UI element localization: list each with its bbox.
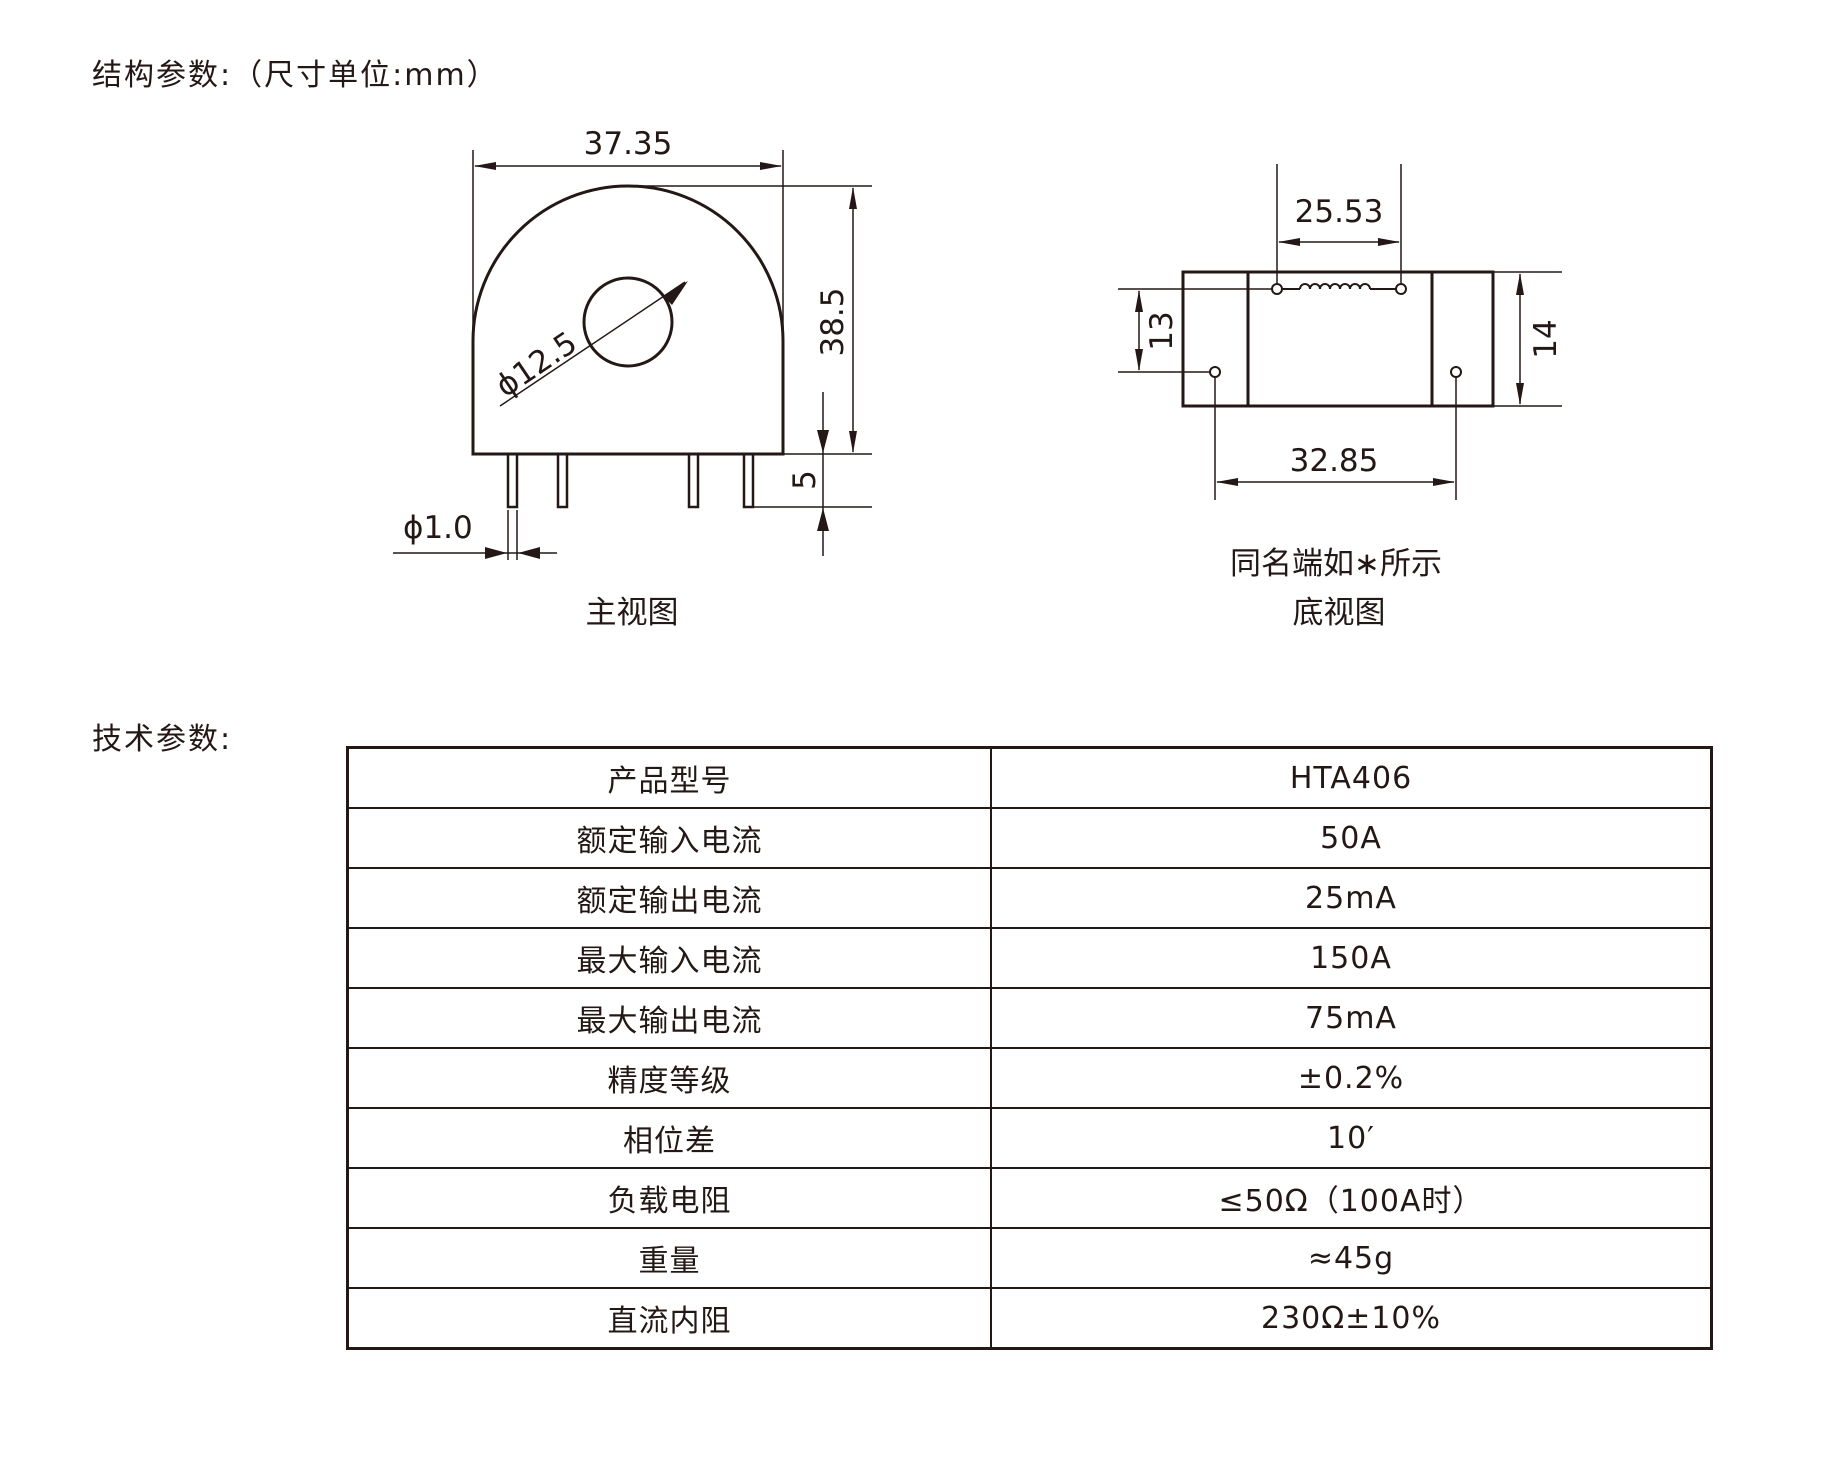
- bottom-pin-left: [1209, 366, 1221, 378]
- front-view: 37.35 38.5 ϕ12.5 5 ϕ1.0 主视图: [393, 126, 872, 631]
- param-name-cell: 负载电阻: [346, 1167, 992, 1229]
- bottom-view: 25.53 13 14 32.85 同名端如∗所示 底视图: [1118, 164, 1564, 631]
- param-name-cell: 额定输出电流: [346, 867, 992, 929]
- winding-coil: [1282, 283, 1396, 290]
- param-value-cell: ≤50Ω（100A时）: [990, 1167, 1713, 1229]
- total-height-label: 14: [1528, 319, 1564, 358]
- param-name-cell: 直流内阻: [346, 1287, 992, 1350]
- pin-pitch-label: 32.85: [1290, 443, 1379, 479]
- structure-drawing: 37.35 38.5 ϕ12.5 5 ϕ1.0 主视图: [393, 126, 1564, 631]
- winding-span-label: 25.53: [1295, 194, 1384, 230]
- param-name-cell: 相位差: [346, 1107, 992, 1169]
- param-value-cell: 25mA: [990, 867, 1713, 929]
- technical-parameters-heading: 技术参数:: [92, 722, 233, 757]
- hole-diameter-label: ϕ12.5: [489, 325, 583, 405]
- pin-diameter-label: ϕ1.0: [403, 510, 473, 546]
- height-dimension-label: 38.5: [815, 287, 851, 356]
- table-row: 负载电阻 ≤50Ω（100A时）: [346, 1167, 1713, 1229]
- technical-parameters-table: 产品型号 HTA406 额定输入电流 50A 额定输出电流 25mA 最大输入电…: [346, 746, 1713, 1350]
- param-name-cell: 产品型号: [346, 746, 992, 809]
- param-value-cell: 75mA: [990, 987, 1713, 1049]
- pin-1: [506, 452, 519, 509]
- center-hole: [582, 276, 674, 368]
- table-row: 精度等级 ±0.2%: [346, 1047, 1713, 1109]
- table-row: 相位差 10′: [346, 1107, 1713, 1169]
- param-name-cell: 精度等级: [346, 1047, 992, 1109]
- param-value-cell: 150A: [990, 927, 1713, 989]
- pin-4: [742, 452, 755, 509]
- table-row: 产品型号 HTA406: [346, 746, 1713, 809]
- param-name-cell: 额定输入电流: [346, 807, 992, 869]
- bottom-view-caption: 底视图: [1293, 595, 1386, 631]
- bottom-pin-right: [1450, 366, 1462, 378]
- param-value-cell: 230Ω±10%: [990, 1287, 1713, 1350]
- param-value-cell: ≈45g: [990, 1227, 1713, 1289]
- pin-3: [687, 452, 700, 509]
- table-row: 直流内阻 230Ω±10%: [346, 1287, 1713, 1350]
- pin-2: [556, 452, 569, 509]
- param-name-cell: 最大输入电流: [346, 927, 992, 989]
- inner-height-label: 13: [1144, 311, 1180, 350]
- table-row: 重量 ≈45g: [346, 1227, 1713, 1289]
- table-row: 额定输出电流 25mA: [346, 867, 1713, 929]
- pin-length-label: 5: [787, 470, 823, 490]
- table-row: 最大输入电流 150A: [346, 927, 1713, 989]
- param-name-cell: 重量: [346, 1227, 992, 1289]
- width-dimension-label: 37.35: [584, 126, 673, 162]
- structure-parameters-heading: 结构参数:（尺寸单位:mm）: [92, 58, 499, 93]
- front-view-caption: 主视图: [586, 595, 679, 631]
- param-name-cell: 最大输出电流: [346, 987, 992, 1049]
- bottom-body-outline: [1181, 270, 1495, 408]
- table-row: 额定输入电流 50A: [346, 807, 1713, 869]
- param-value-cell: 50A: [990, 807, 1713, 869]
- table-row: 最大输出电流 75mA: [346, 987, 1713, 1049]
- param-value-cell: 10′: [990, 1107, 1713, 1169]
- param-value-cell: ±0.2%: [990, 1047, 1713, 1109]
- polarity-note: 同名端如∗所示: [1230, 546, 1442, 582]
- param-value-cell: HTA406: [990, 746, 1713, 809]
